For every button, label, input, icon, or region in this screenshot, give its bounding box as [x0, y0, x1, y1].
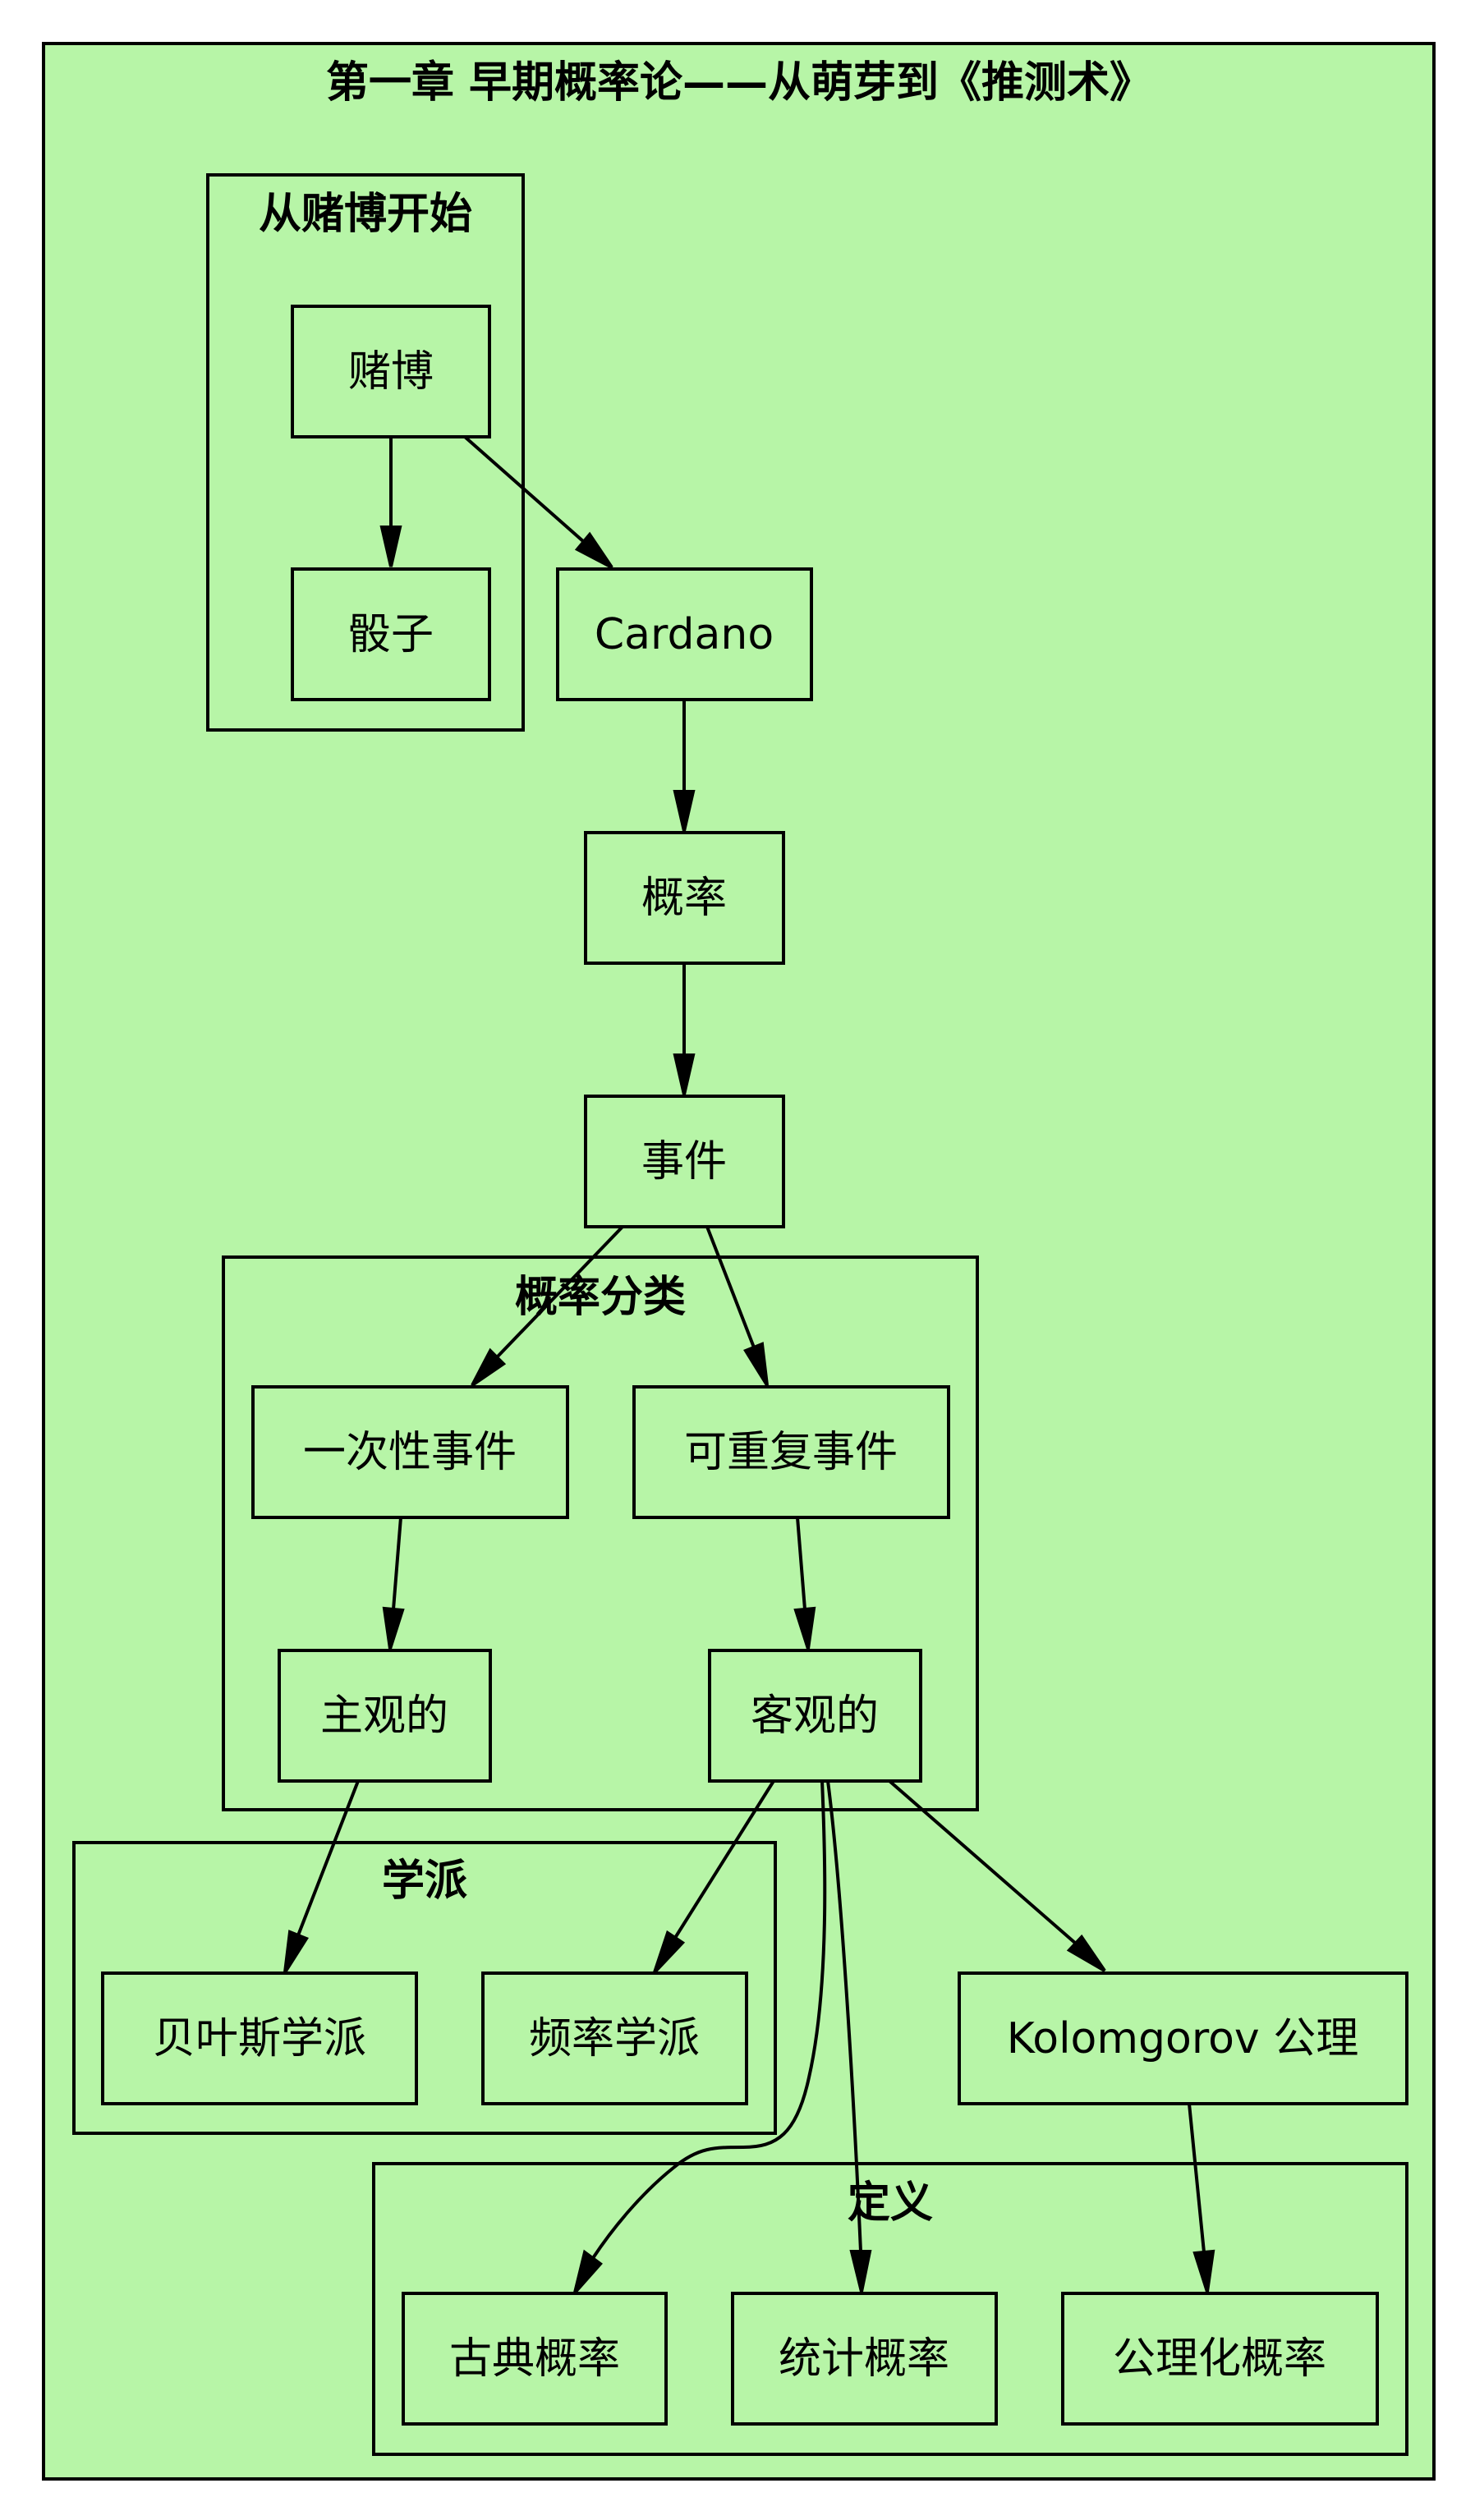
- node-probability-label: 概率: [641, 874, 727, 923]
- node-frequentist-school-box[interactable]: [481, 1971, 748, 2105]
- node-subjective[interactable]: 主观的: [278, 1649, 492, 1783]
- edge-event-to-repeatable-event: [705, 1226, 769, 1387]
- edge-line: [1188, 2103, 1206, 2253]
- edge-line: [463, 435, 586, 544]
- node-repeatable-event[interactable]: 可重复事件: [632, 1385, 950, 1519]
- node-classical-probability-label: 古典概率: [449, 2334, 620, 2384]
- node-event-label: 事件: [641, 1137, 727, 1187]
- node-statistical-probability-box[interactable]: [731, 2292, 998, 2426]
- node-statistical-probability[interactable]: 统计概率: [731, 2292, 998, 2426]
- edge-gambling-to-dice: [379, 437, 402, 567]
- edge-gambling-to-cardano: [463, 435, 613, 569]
- node-gambling-label: 赌博: [348, 347, 434, 397]
- edge-kolmogorov-axioms-to-axiomatic-probability: [1188, 2103, 1215, 2293]
- arrowhead-icon: [793, 1606, 816, 1650]
- edge-one-time-event-to-subjective: [382, 1517, 405, 1650]
- node-bayesian-school[interactable]: 贝叶斯学派: [101, 1971, 418, 2105]
- edge-line: [796, 1517, 806, 1610]
- node-frequentist-school[interactable]: 频率学派: [481, 1971, 748, 2105]
- edge-line: [826, 1780, 862, 2252]
- arrowhead-icon: [673, 790, 696, 832]
- node-repeatable-event-box[interactable]: [632, 1385, 950, 1519]
- node-one-time-event-label: 一次性事件: [303, 1428, 517, 1477]
- edge-line: [888, 1779, 1078, 1945]
- arrowhead-icon: [382, 1606, 405, 1650]
- edge-line: [673, 1779, 775, 1939]
- edge-repeatable-event-to-objective: [793, 1517, 816, 1650]
- cluster-schools-label: 学派: [382, 1857, 467, 1906]
- edge-objective-to-kolmogorov-axioms: [888, 1779, 1106, 1972]
- node-cardano-box[interactable]: [556, 567, 813, 701]
- node-statistical-probability-label: 统计概率: [779, 2334, 949, 2384]
- edge-event-to-one-time-event: [471, 1225, 624, 1387]
- cluster-definitions-label: 定义: [848, 2178, 933, 2228]
- node-classical-probability-box[interactable]: [402, 2292, 668, 2426]
- node-gambling[interactable]: 赌博: [291, 305, 491, 438]
- edge-cardano-to-probability: [673, 700, 696, 832]
- node-probability[interactable]: 概率: [584, 831, 785, 965]
- node-bayesian-school-box[interactable]: [101, 1971, 418, 2105]
- edge-objective-to-frequentist-school: [653, 1779, 775, 1974]
- arrowhead-icon: [574, 531, 613, 569]
- arrowhead-icon: [849, 2250, 872, 2293]
- node-dice[interactable]: 骰子: [291, 567, 491, 701]
- edge-line: [705, 1226, 756, 1348]
- node-one-time-event[interactable]: 一次性事件: [251, 1385, 569, 1519]
- arrowhead-icon: [1066, 1934, 1106, 1972]
- arrowhead-icon: [743, 1342, 769, 1387]
- edge-objective-to-classical-probability: [573, 1780, 827, 2294]
- node-bayesian-school-label: 贝叶斯学派: [153, 2014, 366, 2063]
- node-cardano-label: Cardano: [595, 610, 774, 659]
- arrowhead-icon: [471, 1347, 507, 1387]
- node-dice-box[interactable]: [291, 567, 491, 701]
- cluster-gambling-label: 从赌博开始: [259, 190, 472, 239]
- edge-objective-to-statistical-probability: [826, 1780, 872, 2293]
- node-dice-label: 骰子: [348, 610, 434, 659]
- node-classical-probability[interactable]: 古典概率: [402, 2292, 668, 2426]
- node-probability-box[interactable]: [584, 831, 785, 965]
- arrowhead-icon: [653, 1930, 686, 1974]
- node-axiomatic-probability-box[interactable]: [1061, 2292, 1379, 2426]
- edge-line: [591, 1780, 827, 2260]
- node-kolmogorov-axioms-label: Kolomgorov 公理: [1007, 2014, 1358, 2063]
- node-event-box[interactable]: [584, 1095, 785, 1228]
- arrowhead-icon: [1192, 2249, 1215, 2293]
- cluster-classification-label: 概率分类: [515, 1273, 686, 1322]
- node-cardano[interactable]: Cardano: [556, 567, 813, 701]
- node-objective[interactable]: 客观的: [708, 1649, 922, 1783]
- node-event[interactable]: 事件: [584, 1095, 785, 1228]
- diagram-title: 第一章 早期概率论——从萌芽到《推测术》: [326, 58, 1152, 108]
- node-subjective-box[interactable]: [278, 1649, 492, 1783]
- node-subjective-label: 主观的: [320, 1691, 448, 1741]
- node-objective-box[interactable]: [708, 1649, 922, 1783]
- node-one-time-event-box[interactable]: [251, 1385, 569, 1519]
- node-axiomatic-probability-label: 公理化概率: [1113, 2334, 1326, 2384]
- edge-subjective-to-bayesian-school: [283, 1780, 360, 1974]
- node-repeatable-event-label: 可重复事件: [684, 1428, 898, 1477]
- node-kolmogorov-axioms-box[interactable]: [958, 1971, 1408, 2105]
- edge-line: [392, 1517, 402, 1610]
- node-objective-label: 客观的: [751, 1691, 879, 1741]
- arrowhead-icon: [379, 526, 402, 567]
- node-frequentist-school-label: 频率学派: [529, 2014, 700, 2063]
- edge-line: [296, 1780, 360, 1936]
- edge-line: [495, 1225, 624, 1359]
- edge-probability-to-event: [673, 963, 696, 1095]
- arrowhead-icon: [573, 2249, 603, 2294]
- node-axiomatic-probability[interactable]: 公理化概率: [1061, 2292, 1379, 2426]
- node-kolmogorov-axioms[interactable]: Kolomgorov 公理: [958, 1971, 1408, 2105]
- arrowhead-icon: [673, 1053, 696, 1095]
- arrowhead-icon: [283, 1930, 309, 1974]
